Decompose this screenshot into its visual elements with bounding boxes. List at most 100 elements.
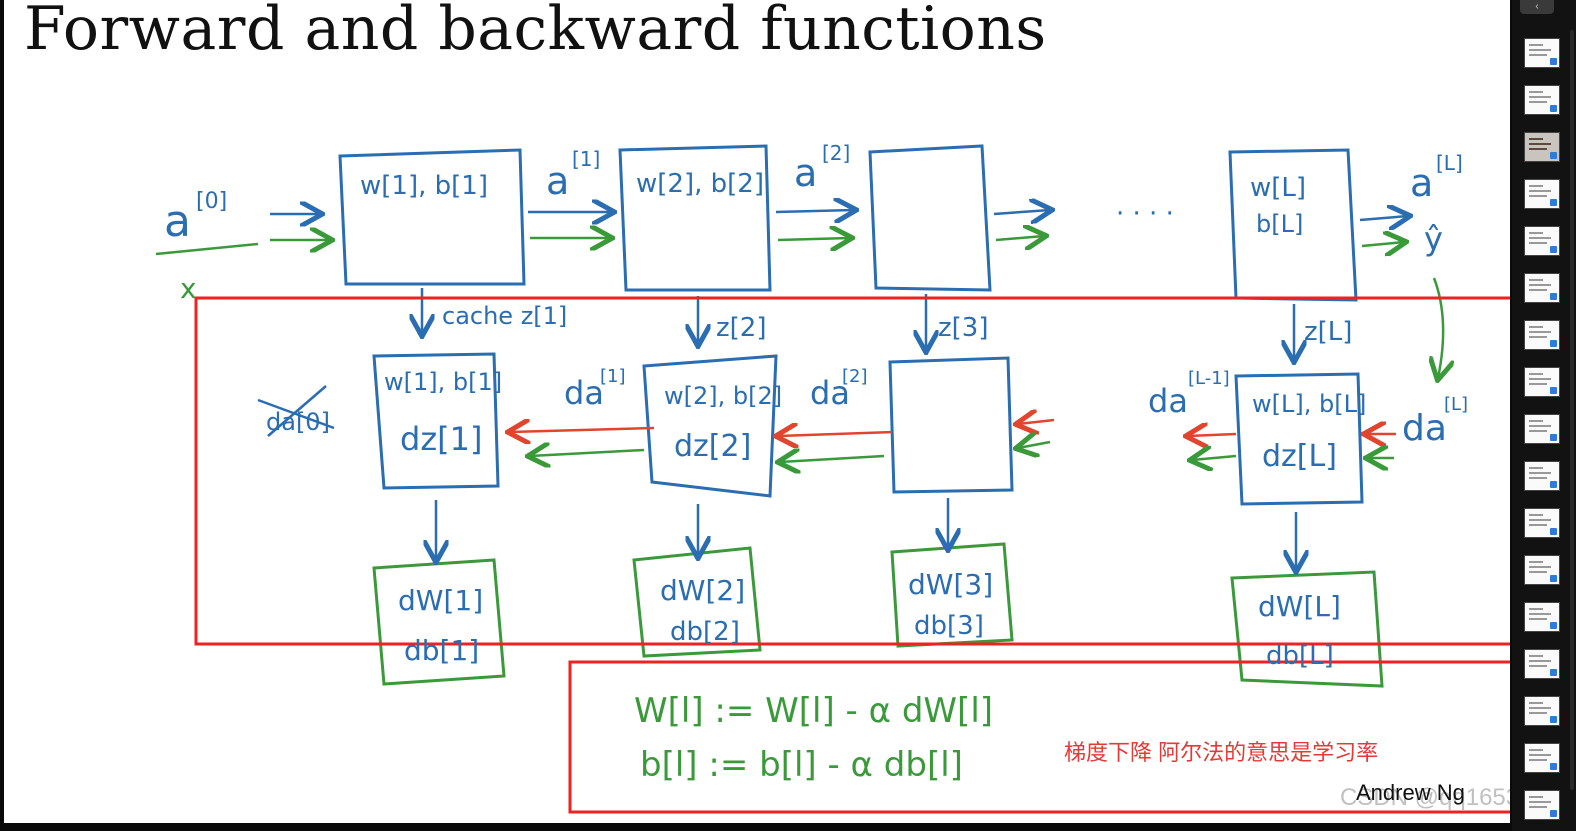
forward-box-layer-3 [868,144,992,292]
label-back2-wb: w[2], b[2] [664,382,782,410]
label-grad1-dw: dW[1] [398,584,483,617]
label-back2-dz: dz[2] [674,429,751,464]
thumbnail-badge-icon [1550,810,1557,817]
watermark: CSDN @qq1653 [1340,784,1510,811]
highlight-backprop-region [194,296,1510,646]
label-da2-sup: [2] [842,366,868,387]
label-daLm1: da [1148,382,1188,420]
lecture-slide: Forward and backward functions [4,0,1510,823]
sidebar-scrollbar[interactable] [1570,30,1574,790]
arrow-back-da1-green [530,450,645,456]
label-cache-1: cache z[1] [442,302,567,330]
label-grad1-db: db[1] [404,634,479,667]
arrow-back-da3-green [1018,442,1051,448]
label-aL-sup: [L] [1436,151,1463,175]
label-da0: da[0] [266,408,330,436]
arrow-back-da2-green [780,456,885,462]
slide-thumbnail[interactable] [1524,320,1560,350]
backward-box-layer-3 [888,356,1014,494]
grad-box-layer-2 [632,546,762,658]
thumbnail-badge-icon [1550,481,1557,488]
forward-box-layer-1 [338,148,526,286]
slide-thumbnail[interactable] [1524,508,1560,538]
backward-box-layer-1 [372,352,500,490]
slide-thumbnail[interactable] [1524,38,1560,68]
label-back1-dz: dz[1] [400,420,482,458]
label-back1-wb: w[1], b[1] [384,368,502,396]
slide-thumbnail[interactable] [1524,273,1560,303]
grad-box-layer-L [1230,570,1384,688]
slide-thumbnail[interactable] [1524,790,1560,820]
thumbnail-badge-icon [1550,575,1557,582]
slide-thumbnail[interactable] [1524,85,1560,115]
thumbnail-badge-icon [1550,340,1557,347]
strike-da0-1 [257,398,335,430]
label-a0-sup: [0] [196,189,227,214]
label-a1: a [546,159,569,203]
label-a0: a [164,196,191,247]
label-daL: da [1402,408,1447,449]
arrow-fwd-a3-blue [993,210,1050,214]
handwritten-diagram: a [0] x w[1], b[1] a [1] w[2], b[2] a [2… [155,141,1510,814]
label-a1-sup: [1] [572,147,600,171]
thumbnail-badge-icon [1550,199,1557,206]
thumbnail-badge-icon [1550,434,1557,441]
label-x: x [180,272,197,305]
thumbnail-badge-icon [1550,152,1557,159]
thumbnail-badge-icon [1550,293,1557,300]
collapse-sidebar-button[interactable]: ‹ [1520,0,1554,14]
thumbnail-badge-icon [1550,528,1557,535]
label-da1: da [564,374,604,412]
thumbnail-badge-icon [1550,669,1557,676]
slide-thumbnail[interactable] [1524,649,1560,679]
arrow-fwd-aL-blue [1359,216,1408,220]
arrow-back-daLm1-green [1192,456,1237,460]
slide-thumbnail[interactable] [1524,461,1560,491]
forward-box-layer-L [1228,148,1358,302]
slide-thumbnail[interactable] [1524,179,1560,209]
label-ellipsis: · · · · [1116,199,1174,229]
label-backL-wb: w[L], b[L] [1252,390,1366,418]
arrow-yhat-to-daL [1434,277,1443,378]
slide-thumbnail[interactable] [1524,132,1560,162]
thumbnail-badge-icon [1550,246,1557,253]
slide-thumbnail[interactable] [1524,555,1560,585]
label-grad3-dw: dW[3] [908,568,993,601]
arrow-back-da3-red [1018,420,1055,424]
slide-thumbnail[interactable] [1524,226,1560,256]
label-layerL-w: w[L] [1250,173,1306,203]
arrow-back-da2-red [778,432,893,436]
thumbnail-badge-icon [1550,622,1557,629]
label-da1-sup: [1] [600,366,626,387]
thumbnail-badge-icon [1550,58,1557,65]
arrow-fwd-a2-green [777,238,850,240]
slide-thumbnail[interactable] [1524,602,1560,632]
label-grad3-db: db[3] [914,611,984,641]
backward-box-layer-L [1234,372,1364,506]
label-a2: a [794,151,817,195]
slide-thumbnail[interactable] [1524,743,1560,773]
label-cache-2: z[2] [716,313,766,343]
label-cache-L: z[L] [1304,317,1352,347]
slide-thumbnail[interactable] [1524,367,1560,397]
label-yhat: ŷ [1424,220,1443,258]
label-layer1-wb: w[1], b[1] [360,171,488,201]
arrow-fwd-aL-green [1361,242,1404,246]
author-credit: Andrew Ng [1356,780,1465,805]
slide-thumbnail[interactable] [1524,414,1560,444]
label-daLm1-sup: [L-1] [1188,368,1230,389]
update-rule-b: b[l] := b[l] - α db[l] [640,745,963,785]
label-gradL-dw: dW[L] [1258,590,1341,623]
forward-box-layer-2 [618,144,772,292]
label-gradL-db: db[L] [1266,641,1334,671]
label-a2-sup: [2] [822,141,850,165]
label-cache-3: z[3] [938,313,988,343]
label-da2: da [810,374,850,412]
arrow-fwd-a2-blue [775,210,854,212]
update-rule-w: W[l] := W[l] - α dW[l] [634,691,993,731]
arrow-fwd-a3-green [995,236,1044,240]
thumbnail-badge-icon [1550,387,1557,394]
slide-thumbnail[interactable] [1524,696,1560,726]
thumbnail-badge-icon [1550,716,1557,723]
thumbnail-badge-icon [1550,105,1557,112]
